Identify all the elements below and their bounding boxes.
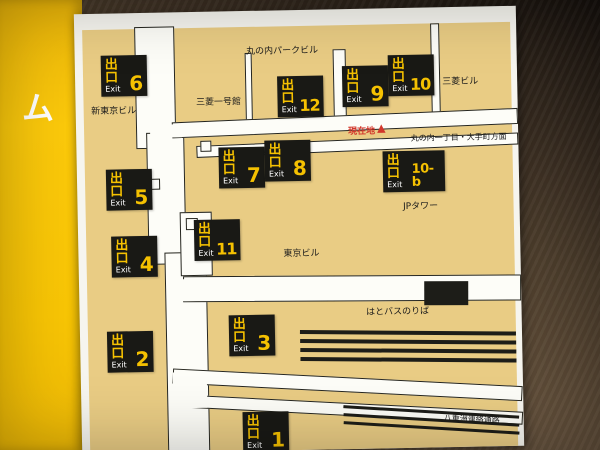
exit-kanji: 出口 — [246, 413, 261, 443]
exit-kanji: 出口 — [391, 56, 406, 86]
street-wide-middle — [183, 274, 522, 303]
exit-en-label: Exit — [105, 84, 121, 94]
exit-en-label: Exit — [198, 248, 214, 258]
exit-kanji: 出口 — [115, 238, 129, 267]
exit-kanji: 出口 — [268, 142, 282, 171]
entrance-square-icon — [200, 140, 212, 152]
exit-en-label: Exit — [111, 360, 127, 370]
exit-en-label: Exit — [281, 105, 297, 115]
exit-en-label: Exit — [392, 83, 408, 94]
label-shin-tokyo-bldg: 新東京ビル — [91, 106, 137, 117]
exit-map-panel: 丸の内パークビル 三菱ビル 新東京ビル 三菱一号館 丸の内一丁目・大手町方面 J… — [73, 5, 525, 450]
exit-en-label: Exit — [233, 343, 249, 354]
exit-kanji: 出口 — [232, 317, 247, 346]
exit-en-label: Exit — [247, 440, 263, 450]
street-junction — [168, 278, 204, 302]
exit-number: 11 — [215, 239, 237, 259]
exit-kanji: 出口 — [345, 67, 360, 97]
exit-number: 5 — [134, 184, 149, 210]
exit-en-label: Exit — [268, 169, 285, 179]
label-jp-tower: JPタワー — [402, 201, 439, 212]
exit-number: 4 — [139, 251, 154, 277]
exit-number: 1 — [270, 427, 286, 450]
partial-character: ム — [22, 89, 55, 127]
exit-kanji: 出口 — [109, 171, 124, 200]
exit-en-label: Exit — [110, 198, 126, 208]
label-hato-bus: はとバスのりば — [365, 306, 430, 318]
street-junction — [149, 124, 183, 138]
exit-kanji: 出口 — [222, 149, 236, 178]
exit-kanji: 出口 — [281, 78, 295, 107]
sign-yellow-edge: ム — [0, 0, 82, 450]
label-mitsubishi-ichigokan: 三菱一号館 — [195, 97, 242, 108]
label-tokyo-bldg: 東京ビル — [283, 248, 320, 260]
exit-en-label: Exit — [222, 176, 239, 186]
current-location-triangle-icon: ▲ — [376, 121, 386, 135]
exit-number: 7 — [246, 162, 262, 187]
exit-kanji: 出口 — [110, 333, 125, 362]
current-location-label: 現在地 — [348, 126, 376, 138]
exit-kanji: 出口 — [197, 221, 212, 250]
exit-number: 9 — [370, 81, 385, 106]
exit-number: 10-b — [411, 161, 434, 190]
exit-kanji: 出口 — [104, 57, 119, 86]
black-building-icon — [424, 281, 469, 306]
exit-en-label: Exit — [115, 265, 131, 275]
exit-number: 8 — [292, 155, 308, 181]
exit-en-label: Exit — [387, 180, 403, 190]
label-mitsubishi-bldg: 三菱ビル — [442, 76, 479, 88]
exit-number: 12 — [299, 95, 320, 115]
exit-number: 2 — [135, 346, 150, 372]
exit-kanji: 出口 — [386, 153, 401, 182]
label-marunouchi-park-bldg: 丸の内パークビル — [245, 45, 319, 57]
exit-number: 10 — [409, 74, 431, 94]
exit-number: 6 — [128, 70, 144, 96]
current-location-marker: 現在地 ▲ — [348, 121, 386, 138]
exit-en-label: Exit — [346, 94, 362, 105]
street-gap-ichigokan — [244, 52, 253, 125]
exit-number: 3 — [257, 330, 272, 355]
street-junction — [172, 371, 208, 409]
